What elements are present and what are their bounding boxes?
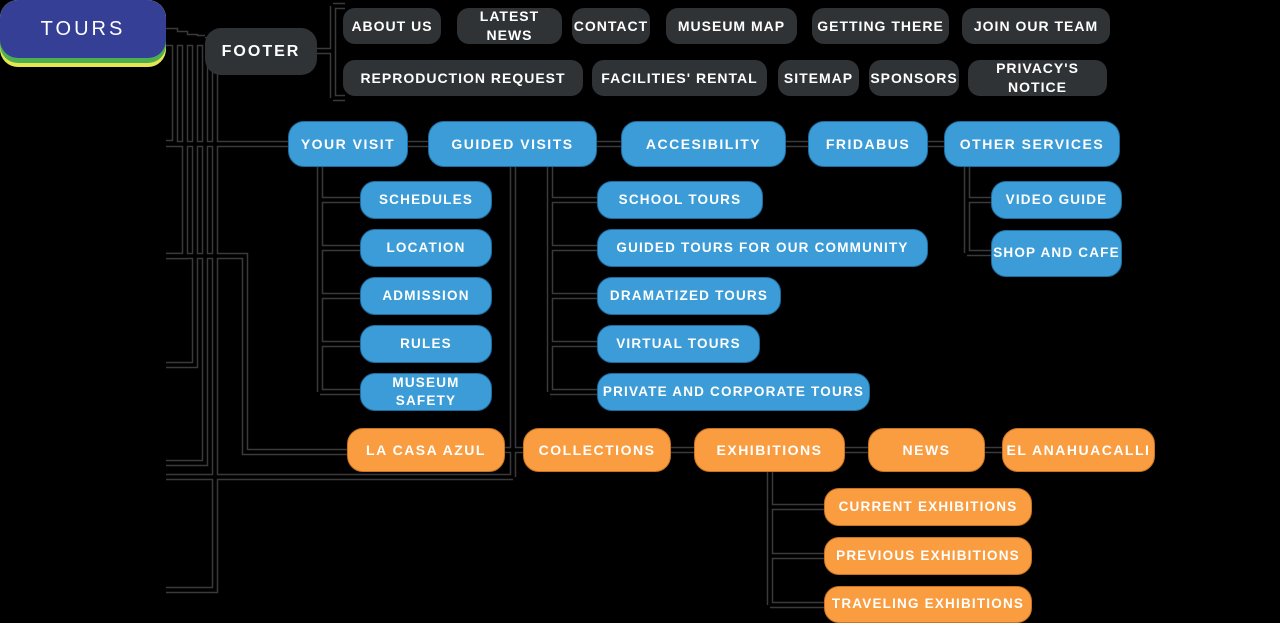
node-current-exhibitions[interactable]: CURRENT EXHIBITIONS — [824, 488, 1032, 526]
node-rules[interactable]: RULES — [360, 325, 492, 363]
node-collections[interactable]: COLLECTIONS — [523, 428, 671, 472]
node-news[interactable]: NEWS — [868, 428, 985, 472]
node-footer[interactable]: FOOTER — [205, 28, 317, 75]
node-facilities-rental[interactable]: FACILITIES' RENTAL — [592, 60, 767, 96]
node-reproduction-request[interactable]: REPRODUCTION REQUEST — [343, 60, 583, 96]
node-latest-news[interactable]: LATEST NEWS — [457, 8, 562, 44]
node-virtual-tours[interactable]: VIRTUAL TOURS — [597, 325, 760, 363]
node-fridabus[interactable]: FRIDABUS — [808, 121, 928, 167]
node-join-our-team[interactable]: JOIN OUR TEAM — [962, 8, 1110, 44]
node-museum-safety[interactable]: MUSEUM SAFETY — [360, 373, 492, 411]
node-admission[interactable]: ADMISSION — [360, 277, 492, 315]
node-privacys-notice[interactable]: PRIVACY'S NOTICE — [968, 60, 1107, 96]
node-schedules[interactable]: SCHEDULES — [360, 181, 492, 219]
node-traveling-exhibitions[interactable]: TRAVELING EXHIBITIONS — [824, 586, 1032, 623]
node-tours[interactable]: TOURS — [0, 0, 166, 58]
node-other-services[interactable]: OTHER SERVICES — [944, 121, 1120, 167]
node-exhibitions[interactable]: EXHIBITIONS — [694, 428, 845, 472]
node-el-anahuacalli[interactable]: EL ANAHUACALLI — [1002, 428, 1155, 472]
node-museum-map[interactable]: MUSEUM MAP — [666, 8, 797, 44]
node-school-tours[interactable]: SCHOOL TOURS — [597, 181, 763, 219]
node-your-visit[interactable]: YOUR VISIT — [288, 121, 408, 167]
node-about-us[interactable]: ABOUT US — [343, 8, 441, 44]
node-dramatized-tours[interactable]: DRAMATIZED TOURS — [597, 277, 781, 315]
node-guided-tours-for-our-community[interactable]: GUIDED TOURS FOR OUR COMMUNITY — [597, 229, 928, 267]
node-private-and-corporate-tours[interactable]: PRIVATE AND CORPORATE TOURS — [597, 373, 870, 411]
node-la-casa-azul[interactable]: LA CASA AZUL — [347, 428, 505, 472]
node-contact[interactable]: CONTACT — [572, 8, 650, 44]
node-video-guide[interactable]: VIDEO GUIDE — [991, 181, 1122, 219]
node-shop-and-cafe[interactable]: SHOP AND CAFE — [991, 230, 1122, 277]
node-guided-visits[interactable]: GUIDED VISITS — [428, 121, 597, 167]
node-getting-there[interactable]: GETTING THERE — [812, 8, 949, 44]
node-previous-exhibitions[interactable]: PREVIOUS EXHIBITIONS — [824, 537, 1032, 575]
node-sponsors[interactable]: SPONSORS — [869, 60, 959, 96]
node-sitemap[interactable]: SITEMAP — [778, 60, 859, 96]
node-location[interactable]: LOCATION — [360, 229, 492, 267]
node-accesibility[interactable]: ACCESIBILITY — [621, 121, 786, 167]
